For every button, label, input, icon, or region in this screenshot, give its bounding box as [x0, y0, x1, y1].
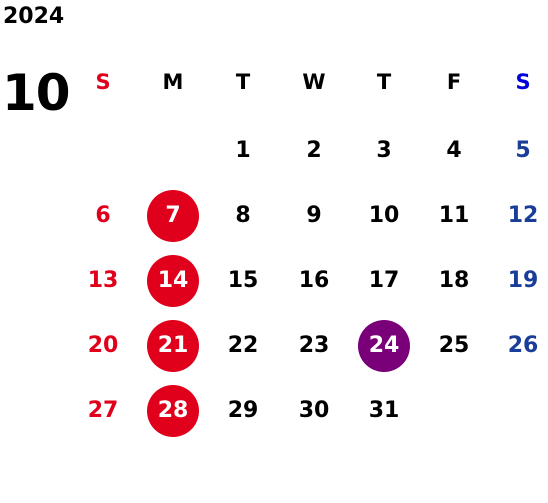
day-cell[interactable]: 4 [446, 138, 462, 163]
day-cell[interactable]: 18 [438, 268, 470, 293]
day-cell[interactable]: 9 [306, 203, 322, 228]
day-cell[interactable]: 17 [368, 268, 400, 293]
holiday-day-cell[interactable]: 14 [147, 255, 199, 307]
day-cell[interactable]: 29 [227, 398, 259, 423]
day-cell[interactable]: 6 [95, 203, 111, 228]
day-cell[interactable]: 11 [438, 203, 470, 228]
day-cell[interactable]: 30 [298, 398, 330, 423]
highlighted-day-cell[interactable]: 24 [358, 320, 410, 372]
day-cell[interactable]: 26 [507, 333, 539, 358]
day-cell[interactable]: 2 [306, 138, 322, 163]
day-cell[interactable]: 25 [438, 333, 470, 358]
day-cell[interactable]: 13 [87, 268, 119, 293]
year-label: 2024 [3, 4, 65, 29]
weekday-header: M [162, 69, 184, 94]
day-cell[interactable]: 1 [235, 138, 251, 163]
day-cell[interactable]: 27 [87, 398, 119, 423]
holiday-day-cell[interactable]: 7 [147, 190, 199, 242]
day-cell[interactable]: 12 [507, 203, 539, 228]
weekday-header: F [446, 69, 462, 94]
day-cell[interactable]: 10 [368, 203, 400, 228]
weekday-header: T [376, 69, 392, 94]
holiday-day-cell[interactable]: 21 [147, 320, 199, 372]
day-cell[interactable]: 19 [507, 268, 539, 293]
day-cell[interactable]: 3 [376, 138, 392, 163]
day-cell[interactable]: 16 [298, 268, 330, 293]
weekday-header: T [235, 69, 251, 94]
month-number: 10 [2, 64, 71, 122]
day-cell[interactable]: 5 [515, 138, 531, 163]
holiday-day-cell[interactable]: 28 [147, 385, 199, 437]
day-cell[interactable]: 20 [87, 333, 119, 358]
day-cell[interactable]: 15 [227, 268, 259, 293]
weekday-header: S [515, 69, 531, 94]
day-cell[interactable]: 22 [227, 333, 259, 358]
weekday-header: W [302, 69, 326, 94]
weekday-header: S [95, 69, 111, 94]
day-cell[interactable]: 31 [368, 398, 400, 423]
day-cell[interactable]: 23 [298, 333, 330, 358]
day-cell[interactable]: 8 [235, 203, 251, 228]
